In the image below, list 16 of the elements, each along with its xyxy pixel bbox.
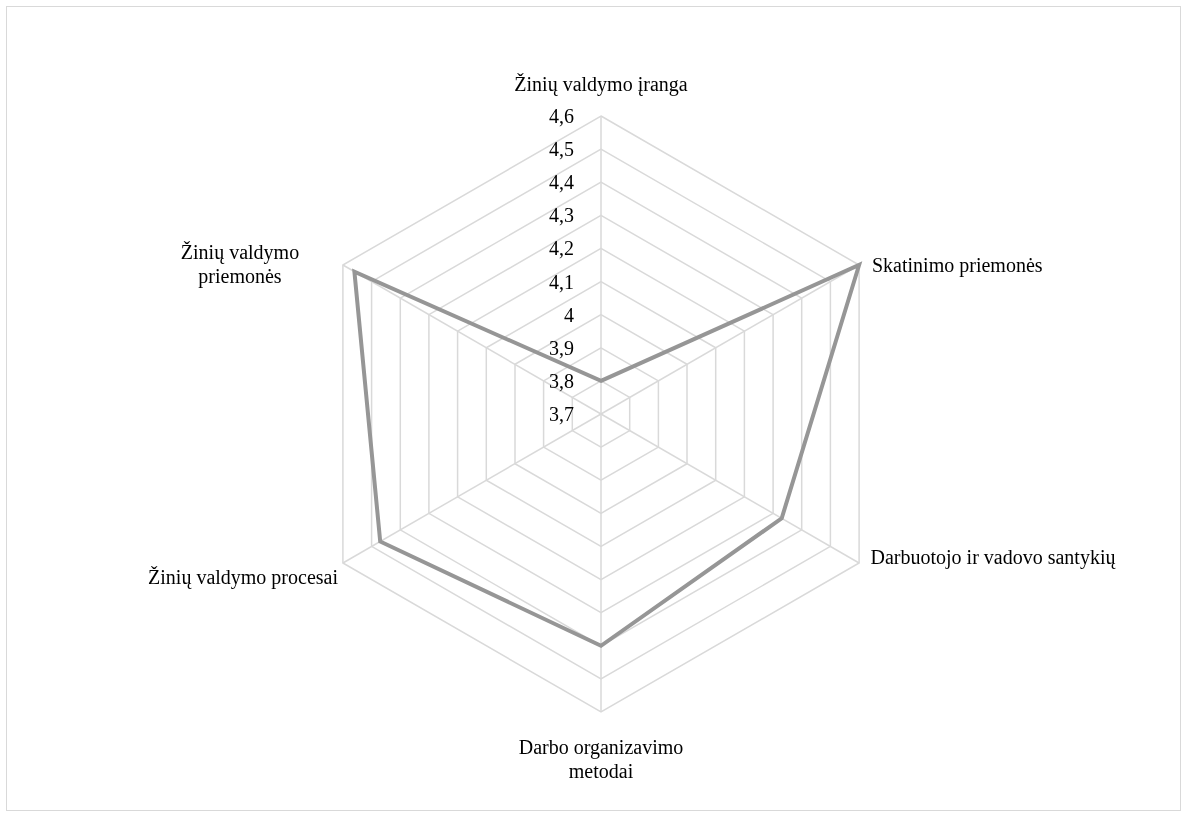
axis-tick-label: 3,8 xyxy=(548,368,574,393)
category-label: Žinių valdymo procesai xyxy=(147,565,338,589)
axis-tick-label: 4,2 xyxy=(548,236,574,261)
axis-tick-label: 4,6 xyxy=(548,104,574,128)
axis-tick-label: 4,4 xyxy=(548,170,574,195)
category-label: Darbuotojo ir vadovo santykių xyxy=(869,545,1117,569)
axis-tick-label: 3,7 xyxy=(548,402,574,426)
category-label: Skatinimo priemonės xyxy=(872,253,1044,277)
category-label: Žinių valdymo priemonės xyxy=(179,240,301,288)
axis-tick-label: 4,1 xyxy=(548,269,574,294)
axis-tick-label: 4 xyxy=(563,302,574,327)
category-label: Darbo organizavimo metodai xyxy=(517,735,685,783)
axis-tick-label: 4,5 xyxy=(548,137,574,162)
axis-tick-label: 3,9 xyxy=(548,335,574,360)
axis-tick-label: 4,3 xyxy=(548,203,574,228)
category-label: Žinių valdymo įranga xyxy=(513,72,689,96)
